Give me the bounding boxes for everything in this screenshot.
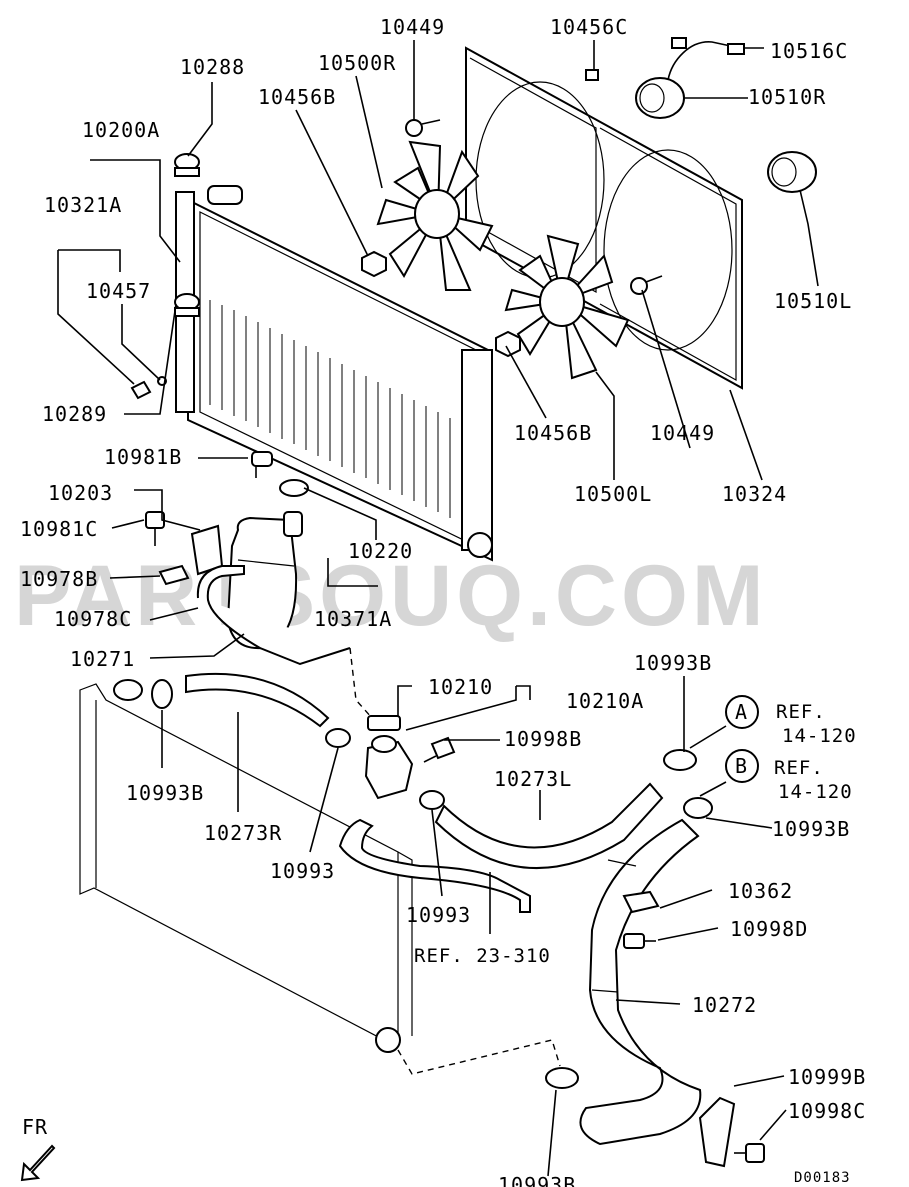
label-10500L: 10500L xyxy=(574,482,652,506)
fr-label: FR xyxy=(22,1115,48,1139)
drain-ref-line xyxy=(397,1039,561,1075)
label-10289: 10289 xyxy=(42,402,107,426)
bolt-10449-bottom xyxy=(630,275,663,295)
label-10993B-right: 10993B xyxy=(772,817,850,841)
drain-plug xyxy=(174,293,200,317)
nut-10456B-bottom xyxy=(495,330,521,358)
overflow-ref-line xyxy=(349,647,373,719)
clamp-10362 xyxy=(622,890,660,914)
label-10998B: 10998B xyxy=(504,727,582,751)
label-10324: 10324 xyxy=(722,482,787,506)
bolt-10981B xyxy=(251,451,273,478)
fan-motor-right xyxy=(635,77,685,119)
label-10200A: 10200A xyxy=(82,118,160,142)
label-10288: 10288 xyxy=(180,55,245,79)
label-10203: 10203 xyxy=(48,481,113,505)
label-10210: 10210 xyxy=(428,675,493,699)
ref-b-line2: 14-120 xyxy=(778,781,853,803)
drain-cock xyxy=(130,376,167,400)
callout-labels: 10288 10200A 10321A 10457 10289 10500R 1… xyxy=(20,15,866,1187)
label-10993B-left: 10993B xyxy=(126,781,204,805)
label-10993-mid: 10993 xyxy=(270,859,335,883)
label-10456C: 10456C xyxy=(550,15,628,39)
label-10456B-top: 10456B xyxy=(258,85,336,109)
fan-harness xyxy=(667,37,745,81)
label-10993B-bottom: 10993B xyxy=(498,1173,576,1187)
fan-right xyxy=(376,140,494,291)
clamp-10993-mid xyxy=(325,728,351,748)
clamp-10993B-top xyxy=(663,749,697,771)
ref-callout-b: B REF. 14-120 xyxy=(725,749,853,803)
thermostat-housing xyxy=(364,715,414,800)
overflow-hose xyxy=(196,565,351,666)
label-10457: 10457 xyxy=(86,279,151,303)
ref-b-line1: REF. xyxy=(774,757,824,779)
fan-motor-left xyxy=(767,151,817,193)
fan-left xyxy=(504,234,630,380)
label-10981C: 10981C xyxy=(20,517,98,541)
reserve-tank-cap xyxy=(279,479,309,497)
clamp-10993B-left xyxy=(151,679,173,709)
label-10362: 10362 xyxy=(728,879,793,903)
bolt-10981C xyxy=(145,511,165,546)
label-10271: 10271 xyxy=(70,647,135,671)
label-10321A: 10321A xyxy=(44,193,122,217)
label-10516C: 10516C xyxy=(770,39,848,63)
upper-hose-left-10273L xyxy=(434,782,664,869)
bolt-10998C xyxy=(734,1143,765,1163)
label-10993B-top: 10993B xyxy=(634,651,712,675)
label-10273L: 10273L xyxy=(494,767,572,791)
ref-callout-a: A REF. 14-120 xyxy=(725,695,857,747)
clamp-10993B-right xyxy=(683,797,713,819)
bolt-10998B xyxy=(423,736,456,763)
bolt-10449-top xyxy=(405,119,441,137)
nut-10456B-top xyxy=(361,250,387,278)
engine-pipe xyxy=(338,818,531,913)
label-10510L: 10510L xyxy=(774,289,852,313)
upper-hose-right-10273R xyxy=(185,672,330,728)
label-10371A: 10371A xyxy=(314,607,392,631)
ref-a-line2: 14-120 xyxy=(782,725,857,747)
label-10449-top: 10449 xyxy=(380,15,445,39)
clip-10978B xyxy=(158,564,190,586)
clip-10456C xyxy=(585,69,599,81)
label-10510R: 10510R xyxy=(748,85,826,109)
ref-engine: REF. 23-310 xyxy=(414,945,551,967)
front-direction-indicator: FR xyxy=(20,1115,56,1182)
diagram-code: D00183 xyxy=(794,1170,851,1186)
radiator-core xyxy=(175,185,493,562)
label-10998C: 10998C xyxy=(788,1099,866,1123)
label-10273R: 10273R xyxy=(204,821,282,845)
label-10220: 10220 xyxy=(348,539,413,563)
radiator-lower-outline xyxy=(79,679,413,1053)
clamp-10993-low xyxy=(419,790,445,810)
leader-lines xyxy=(57,40,819,1177)
watermark: PARTSOUQ.COM xyxy=(14,548,768,644)
clamp-10993B-bottom xyxy=(545,1067,579,1089)
label-10993-low: 10993 xyxy=(406,903,471,927)
label-10981B: 10981B xyxy=(104,445,182,469)
label-10456B-bottom: 10456B xyxy=(514,421,592,445)
lower-hose-10272 xyxy=(579,818,702,1146)
ref-a-line1: REF. xyxy=(776,701,826,723)
label-10210A: 10210A xyxy=(566,689,644,713)
ref-b-letter: B xyxy=(735,754,748,778)
ref-a-letter: A xyxy=(735,700,748,724)
label-10500R: 10500R xyxy=(318,51,396,75)
bolt-10998D xyxy=(623,933,656,949)
fr-arrow-icon xyxy=(20,1144,56,1182)
label-10999B: 10999B xyxy=(788,1065,866,1089)
label-10998D: 10998D xyxy=(730,917,808,941)
bracket-10999B xyxy=(698,1096,736,1168)
label-10449-bottom: 10449 xyxy=(650,421,715,445)
label-10978B: 10978B xyxy=(20,567,98,591)
label-10978C: 10978C xyxy=(54,607,132,631)
radiator-cap xyxy=(174,153,200,177)
label-10272: 10272 xyxy=(692,993,757,1017)
